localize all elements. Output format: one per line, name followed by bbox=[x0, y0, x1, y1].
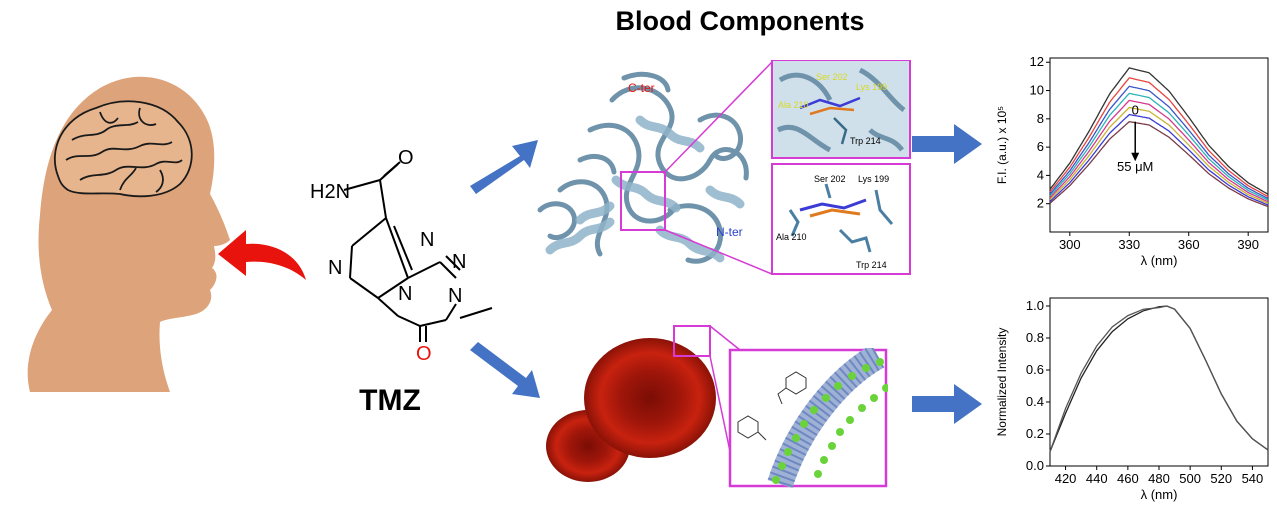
arrow-to-spectrum-bottom bbox=[912, 384, 982, 424]
imidazole-n-label: N bbox=[328, 257, 342, 279]
carbonyl-oxygen-label: O bbox=[416, 343, 432, 365]
x-tick-label: 360 bbox=[1178, 237, 1200, 252]
y-tick-label: 0.0 bbox=[1026, 458, 1044, 473]
amide-oxygen-label: O bbox=[398, 150, 414, 169]
n-ter-label: N-ter bbox=[716, 225, 743, 239]
head-silhouette bbox=[27, 76, 231, 392]
inset1-ser202: Ser 202 bbox=[816, 72, 848, 82]
normalized-curve-1 bbox=[1049, 305, 1269, 452]
inset2-ala210: Ala 210 bbox=[776, 232, 807, 242]
y-tick-label: 4 bbox=[1037, 167, 1044, 182]
binding-site-box bbox=[620, 171, 666, 231]
bridge-n-label: N bbox=[398, 283, 412, 305]
methyl-n-label: N bbox=[448, 285, 462, 307]
figure-title: Blood Components bbox=[615, 6, 865, 36]
amide-label: H2N bbox=[310, 181, 350, 203]
inset1-lys199: Lys 199 bbox=[856, 82, 887, 92]
y-tick-label: 6 bbox=[1037, 139, 1044, 154]
plot-frame bbox=[1049, 57, 1269, 233]
x-tick-label: 300 bbox=[1059, 237, 1081, 252]
tmz-label: TMZ bbox=[359, 384, 421, 417]
x-axis-label: λ (nm) bbox=[1141, 487, 1178, 502]
y-tick-label: 12 bbox=[1030, 54, 1044, 69]
emission-curve-0 bbox=[1049, 67, 1269, 195]
x-tick-label: 330 bbox=[1118, 237, 1140, 252]
x-tick-label: 480 bbox=[1148, 471, 1170, 486]
arrow-to-protein bbox=[470, 140, 538, 194]
annotation-end-concentration: 55 μM bbox=[1117, 159, 1153, 174]
emission-curve-4 bbox=[1049, 99, 1269, 203]
y-tick-label: 0.8 bbox=[1026, 330, 1044, 345]
y-tick-label: 0.4 bbox=[1026, 394, 1044, 409]
y-tick-label: 0.6 bbox=[1026, 362, 1044, 377]
ingestion-arrow bbox=[218, 230, 306, 280]
y-tick-label: 8 bbox=[1037, 111, 1044, 126]
y-axis-label: Normalized Intensity bbox=[995, 328, 1009, 437]
emission-curve-3 bbox=[1049, 92, 1269, 201]
rbc-large bbox=[584, 338, 716, 458]
x-tick-label: 500 bbox=[1179, 471, 1201, 486]
small-tmz-molecules bbox=[737, 371, 807, 441]
plot-frame bbox=[1049, 297, 1269, 467]
arrow-to-rbc bbox=[470, 342, 540, 398]
x-tick-label: 390 bbox=[1237, 237, 1259, 252]
emission-curve-5 bbox=[1049, 106, 1269, 204]
x-tick-label: 540 bbox=[1242, 471, 1264, 486]
fluorescence-quenching-chart: 300 330 360 390 2 4 6 8 10 12 λ (nm) F.I. (a.u.) x … bbox=[995, 54, 1269, 268]
emission-curve-7 bbox=[1049, 121, 1269, 208]
y-tick-label: 0.2 bbox=[1026, 426, 1044, 441]
emission-curve-2 bbox=[1049, 85, 1269, 200]
x-axis-label: λ (nm) bbox=[1141, 253, 1178, 268]
quench-arrow-head bbox=[1131, 152, 1140, 162]
y-axis-label: F.I. (a.u.) x 10⁵ bbox=[995, 106, 1009, 184]
normalized-emission-chart: 420 440 460 480 500 520 540 0.0 0.2 0.4 0.6 0.8 1.0 λ… bbox=[995, 297, 1269, 502]
annotation-start-concentration: 0 bbox=[1132, 103, 1139, 118]
x-tick-label: 460 bbox=[1117, 471, 1139, 486]
arrow-to-spectrum-top bbox=[912, 124, 982, 164]
inset2-lys199: Lys 199 bbox=[858, 174, 889, 184]
x-tick-label: 520 bbox=[1210, 471, 1232, 486]
x-tick-label: 420 bbox=[1055, 471, 1077, 486]
inset1-trp214: Trp 214 bbox=[850, 136, 881, 146]
tmz-structure: H2N O N N N N N O bbox=[310, 150, 493, 365]
emission-curve-6 bbox=[1049, 113, 1269, 206]
lipid-heads bbox=[772, 358, 888, 484]
triazine-n1-label: N bbox=[420, 229, 434, 251]
inset1-ala210: Ala 210 bbox=[778, 100, 809, 110]
emission-curve-1 bbox=[1049, 77, 1269, 198]
y-tick-label: 10 bbox=[1030, 83, 1044, 98]
y-tick-label: 1.0 bbox=[1026, 298, 1044, 313]
normalized-curve-0 bbox=[1049, 305, 1269, 452]
x-tick-label: 440 bbox=[1086, 471, 1108, 486]
red-blood-cells bbox=[546, 325, 740, 482]
inset2-trp214: Trp 214 bbox=[856, 260, 887, 270]
brain-outline bbox=[53, 100, 193, 198]
c-ter-label: C-ter bbox=[628, 81, 655, 95]
inset2-ser202: Ser 202 bbox=[814, 174, 846, 184]
y-tick-label: 2 bbox=[1037, 196, 1044, 211]
membrane-zoom-box bbox=[673, 325, 711, 357]
hsa-protein: C-ter N-ter bbox=[537, 61, 773, 275]
membrane-inset bbox=[728, 348, 888, 488]
triazine-n2-label: N bbox=[452, 251, 466, 273]
binding-site-insets: Ser 202 Lys 199 Ala 210 Trp 214 Ser 202 … bbox=[771, 60, 911, 275]
